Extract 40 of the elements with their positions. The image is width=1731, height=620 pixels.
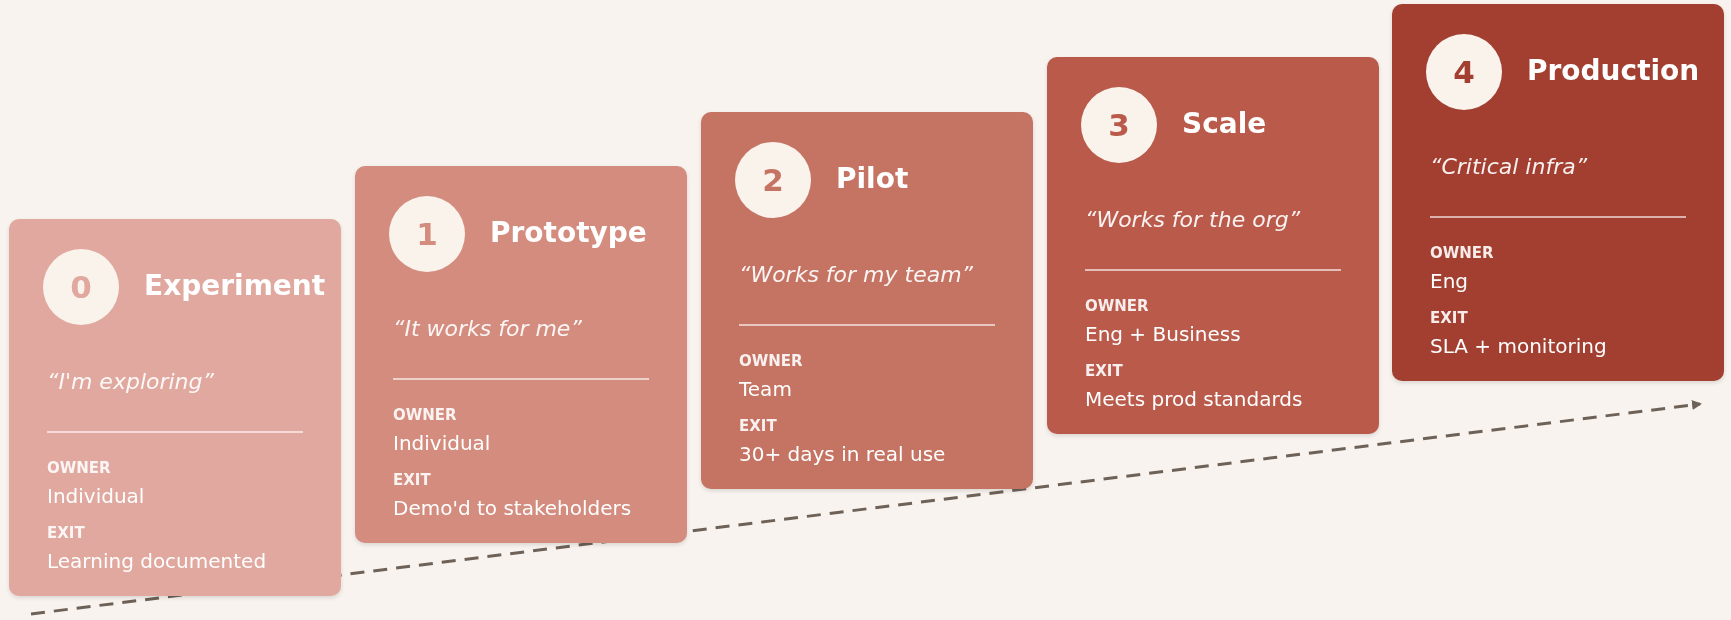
field-value: Meets prod standards bbox=[1085, 387, 1303, 411]
field-label: OWNER bbox=[393, 406, 457, 424]
stage-card bbox=[1392, 4, 1724, 381]
field-label: OWNER bbox=[739, 352, 803, 370]
field-value: Demo'd to stakeholders bbox=[393, 496, 632, 520]
field-value: SLA + monitoring bbox=[1430, 334, 1607, 358]
stage-card bbox=[9, 219, 341, 596]
field-value: Individual bbox=[393, 431, 491, 455]
field-value: Eng + Business bbox=[1085, 322, 1241, 346]
step-number-circle: 1 bbox=[389, 196, 465, 272]
field-label: OWNER bbox=[1085, 297, 1149, 315]
stage-quote: “It works for me” bbox=[393, 316, 582, 341]
stage-quote: “I'm exploring” bbox=[47, 369, 214, 394]
field-value: Individual bbox=[47, 484, 145, 508]
stage-title: Prototype bbox=[490, 216, 647, 249]
field-value: Team bbox=[739, 377, 792, 401]
field-label: OWNER bbox=[1430, 244, 1494, 262]
step-number-circle: 3 bbox=[1081, 87, 1157, 163]
field-label: OWNER bbox=[47, 459, 111, 477]
field-label: EXIT bbox=[47, 524, 85, 542]
stage-quote: “Works for the org” bbox=[1085, 207, 1301, 232]
stage-title: Scale bbox=[1182, 107, 1267, 140]
step-number-circle: 2 bbox=[735, 142, 811, 218]
field-value: Eng bbox=[1430, 269, 1468, 293]
field-label: EXIT bbox=[1085, 362, 1123, 380]
field-label: EXIT bbox=[1430, 309, 1468, 327]
field-label: EXIT bbox=[739, 417, 777, 435]
field-value: Learning documented bbox=[47, 549, 267, 573]
field-label: EXIT bbox=[393, 471, 431, 489]
stage-quote: “Works for my team” bbox=[739, 262, 973, 287]
stage-title: Pilot bbox=[836, 162, 909, 195]
stage-title: Experiment bbox=[144, 269, 326, 302]
step-number-circle: 0 bbox=[43, 249, 119, 325]
stage-quote: “Critical infra” bbox=[1430, 154, 1588, 179]
stage-card bbox=[701, 112, 1033, 489]
step-number-circle: 4 bbox=[1426, 34, 1502, 110]
stage-card bbox=[1047, 57, 1379, 434]
stage-title: Production bbox=[1527, 54, 1700, 87]
stage-card bbox=[355, 166, 687, 543]
field-value: 30+ days in real use bbox=[739, 442, 946, 466]
